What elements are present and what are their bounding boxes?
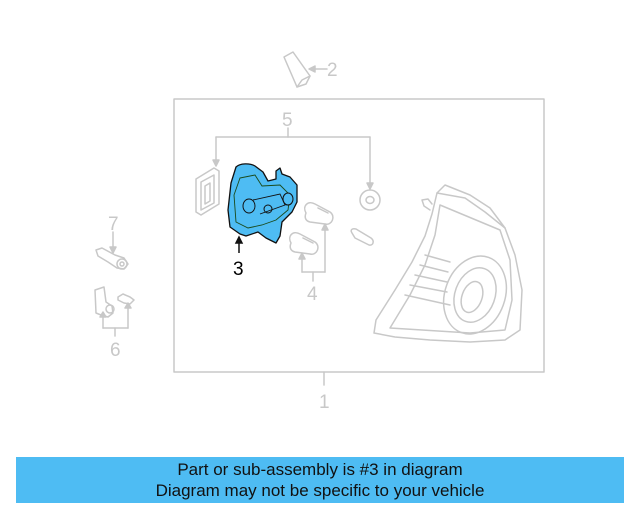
assembly-box xyxy=(173,98,545,373)
callout-5-leader xyxy=(212,127,374,190)
bulb-holder-part-3[interactable] xyxy=(227,163,298,244)
socket-part-7 xyxy=(95,231,129,270)
banner-line-2: Diagram may not be specific to your vehi… xyxy=(155,481,485,500)
callout-3-arrow xyxy=(234,235,244,253)
bracket-part-6 xyxy=(94,286,135,337)
pin-part-2 xyxy=(283,51,328,88)
callout-3[interactable]: 3 xyxy=(233,259,244,280)
callout-5: 5 xyxy=(282,110,293,131)
banner-line-1: Part or sub-assembly is #3 in diagram xyxy=(177,460,463,479)
info-banner: Part or sub-assembly is #3 in diagram Di… xyxy=(16,457,624,503)
tail-lamp-part-1 xyxy=(323,184,523,386)
callout-2: 2 xyxy=(327,60,338,81)
gasket-part xyxy=(195,167,220,216)
callout-6: 6 xyxy=(110,340,121,361)
callout-7: 7 xyxy=(108,214,119,235)
grommet-part xyxy=(359,189,381,211)
parts-diagram: 2 5 3 4 7 6 1 xyxy=(94,51,545,413)
bulbs-part-4 xyxy=(288,201,374,282)
callout-4: 4 xyxy=(307,284,318,305)
callout-1: 1 xyxy=(319,392,330,413)
